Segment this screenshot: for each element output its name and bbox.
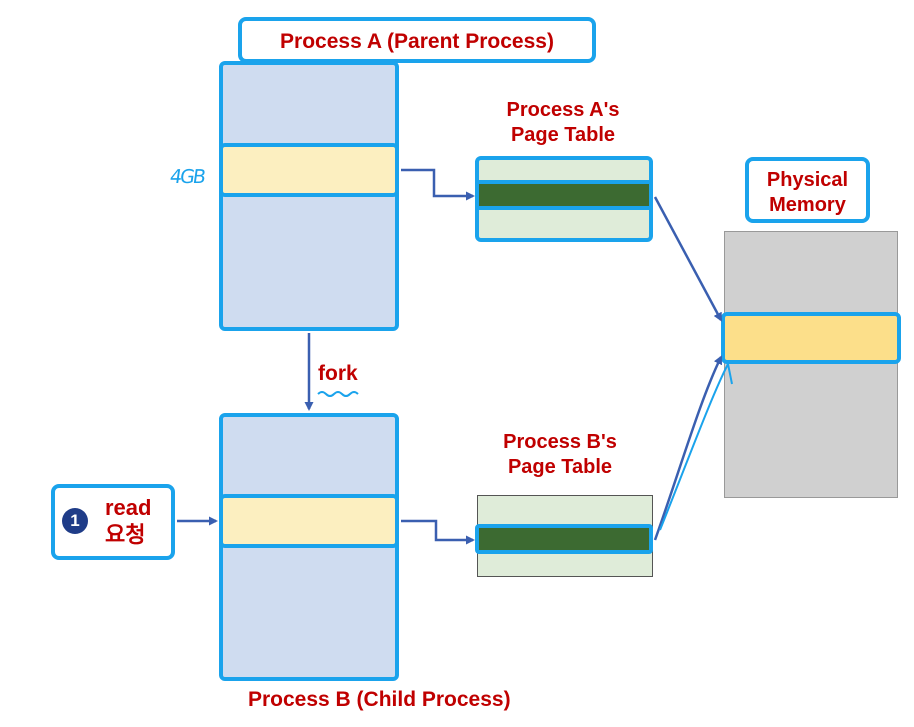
page-table-b-entry [475, 524, 653, 554]
physical-memory-title-box: Physical Memory [745, 157, 870, 223]
page-table-a-entry [475, 180, 653, 210]
process-a-title: Process A (Parent Process) [280, 30, 554, 53]
read-request-label: read 요청 [105, 494, 151, 548]
page-table-b-label-line2: Page Table [507, 456, 613, 478]
page-table-a-label-line2: Page Table [510, 124, 616, 146]
physical-memory-title: Physical Memory [749, 168, 866, 218]
read-request-word: read [105, 495, 152, 520]
read-request-korean: 요청 [105, 522, 146, 547]
a-page-to-table-arrow [401, 168, 475, 201]
page-table-b-label: Process B's Page Table [460, 430, 660, 480]
process-a-title-box: Process A (Parent Process) [238, 17, 596, 63]
fork-underline [317, 391, 359, 397]
fork-label: fork [318, 362, 358, 385]
physical-memory-title-line2: Memory [769, 194, 846, 216]
physical-memory-page [721, 312, 901, 364]
physical-memory-title-line1: Physical [766, 169, 849, 191]
process-a-page [219, 143, 399, 197]
table-a-to-physical-arrow [653, 196, 723, 322]
page-table-b-label-line1: Process B's [503, 431, 617, 453]
step-number-badge: 1 [62, 508, 88, 534]
read-request-box: 1 read 요청 [51, 484, 175, 560]
table-b-to-physical-arrow [653, 355, 723, 541]
physical-memory [724, 231, 898, 498]
b-page-to-table-arrow [401, 519, 475, 545]
step-number: 1 [70, 511, 80, 530]
process-b-title: Process B (Child Process) [248, 688, 511, 711]
page-table-a-label-line1: Process A's [506, 99, 620, 121]
process-b-page [219, 494, 399, 548]
table-b-to-physical-sketch [659, 361, 733, 531]
page-table-a-label: Process A's Page Table [463, 98, 663, 148]
